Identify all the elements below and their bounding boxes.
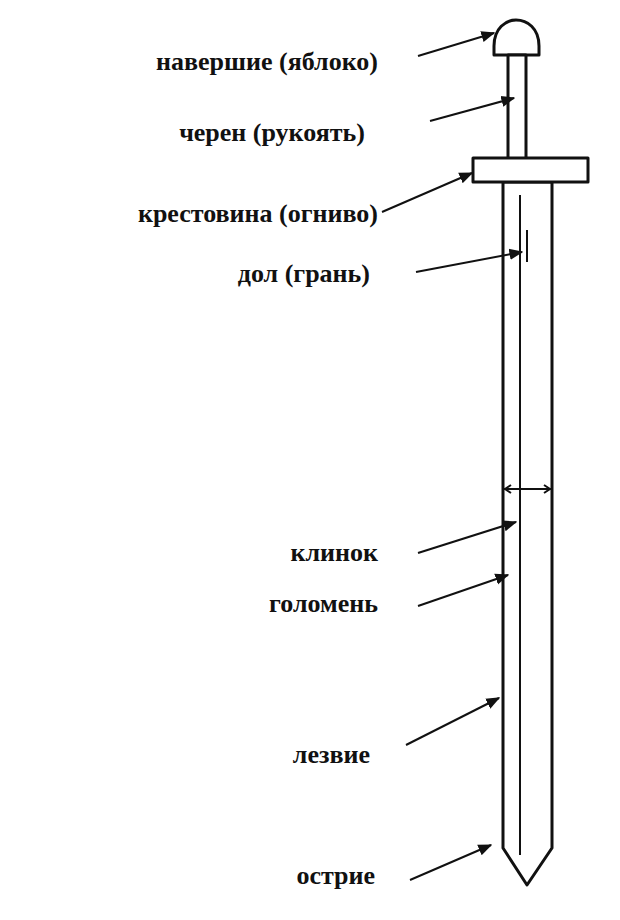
part-label: клинок [290,539,378,568]
fuller-line [519,195,521,855]
leader-line [410,845,491,880]
leader-line [406,698,499,745]
leader-line [430,98,514,121]
part-label: лезвие [293,741,370,770]
grip [508,55,526,159]
part-label: голомень [269,590,378,619]
leader-line [418,522,516,553]
fuller-line [526,230,528,262]
width-arrow [505,485,550,493]
width-line [503,488,552,490]
leader-line [418,33,494,56]
pommel [494,20,539,55]
blade [503,182,552,885]
part-label: черен (рукоять) [179,119,365,148]
crossguard [473,158,588,182]
part-label: крестовина (огниво) [138,200,378,229]
part-label: дол (грань) [238,260,370,289]
leader-line [416,252,522,272]
part-label: острие [296,862,375,891]
leader-line [382,173,472,212]
part-label: навершие (яблоко) [156,48,378,77]
leader-line [418,575,508,606]
